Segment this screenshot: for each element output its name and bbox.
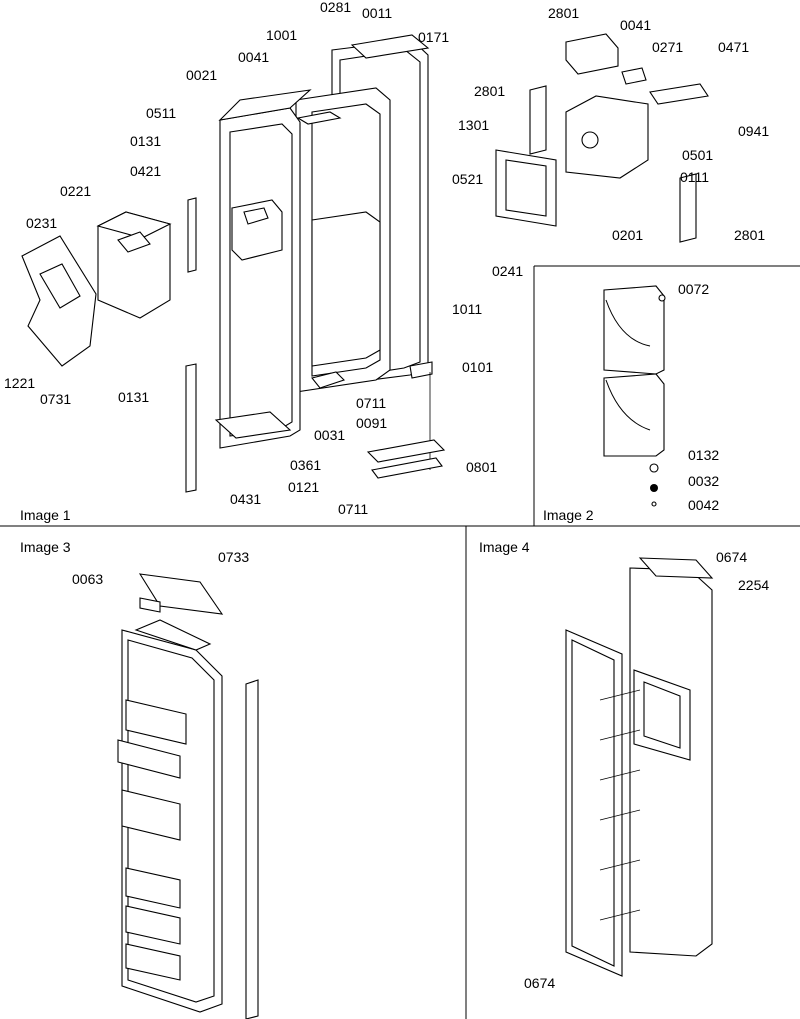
image-1-part-label: 0511 <box>146 105 176 121</box>
image-1-part-label: 0421 <box>130 163 161 179</box>
panel-title-image-3: Image 3 <box>20 539 71 555</box>
image-1-part-label: 0201 <box>612 227 643 243</box>
image-1-part-label: 0711 <box>356 395 386 411</box>
image-3-part-label: 0063 <box>72 571 103 587</box>
panel-borders <box>0 265 800 1019</box>
image-1-part-label: 0011 <box>362 5 392 21</box>
image-1-part-label: 0711 <box>338 501 368 517</box>
image-4-part-label: 0674 <box>716 549 747 565</box>
image-4-part-label: 0674 <box>524 975 555 991</box>
image-1-part-label: 2801 <box>474 83 505 99</box>
image-1-part-label: 0731 <box>40 391 71 407</box>
image-3-part-label: 0733 <box>218 549 249 565</box>
image-1-part-label: 0171 <box>418 29 449 45</box>
image-1-part-label: 0121 <box>288 479 319 495</box>
image-1-part-label: 0041 <box>620 17 651 33</box>
image-2-part-label: 0072 <box>678 281 709 297</box>
image-1-part-label: 0271 <box>652 39 683 55</box>
image-1-part-label: 0131 <box>130 133 161 149</box>
image-1-part-label: 0131 <box>118 389 149 405</box>
image-1-labels: 0281 0011 1001 0171 0041 0021 0511 0131 0421 0221… <box>4 0 769 517</box>
image-1-part-label: 0431 <box>230 491 261 507</box>
image-1-part-label: 2801 <box>734 227 765 243</box>
image-1-part-label: 0031 <box>314 427 345 443</box>
image-3-drawing <box>117 573 259 1019</box>
image-4-labels: 0674 2254 0674 <box>524 549 769 991</box>
image-1-part-label: 0021 <box>186 67 217 83</box>
image-1-part-label: 0521 <box>452 171 483 187</box>
image-1-drawing <box>21 33 709 493</box>
image-2-drawing <box>603 285 666 507</box>
image-3-labels: 0063 0733 <box>72 549 249 587</box>
image-1-part-label: 0231 <box>26 215 57 231</box>
image-2-part-label: 0042 <box>688 497 719 513</box>
image-4-drawing <box>565 557 714 977</box>
image-2-labels: 0072 0132 0032 0042 <box>678 281 719 513</box>
image-1-part-label: 0101 <box>462 359 493 375</box>
image-1-part-label: 1001 <box>266 27 297 43</box>
image-2-part-label: 0132 <box>688 447 719 463</box>
image-1-part-label: 0941 <box>738 123 769 139</box>
image-1-part-label: 0221 <box>60 183 91 199</box>
image-2-part-label: 0032 <box>688 473 719 489</box>
image-1-part-label: 0111 <box>680 169 709 185</box>
image-1-part-label: 0091 <box>356 415 387 431</box>
image-1-part-label: 2801 <box>548 5 579 21</box>
panel-title-image-2: Image 2 <box>543 507 594 523</box>
panel-title-image-1: Image 1 <box>20 507 71 523</box>
image-1-part-label: 1221 <box>4 375 35 391</box>
image-1-part-label: 1011 <box>452 301 482 317</box>
image-1-part-label: 0801 <box>466 459 497 475</box>
image-1-part-label: 0471 <box>718 39 749 55</box>
image-1-part-label: 0041 <box>238 49 269 65</box>
panel-title-image-4: Image 4 <box>479 539 530 555</box>
image-1-part-label: 0361 <box>290 457 321 473</box>
image-4-part-label: 2254 <box>738 577 769 593</box>
image-1-part-label: 0501 <box>682 147 713 163</box>
image-1-part-label: 0281 <box>320 0 351 15</box>
image-1-part-label: 1301 <box>458 117 489 133</box>
image-1-part-label: 0241 <box>492 263 523 279</box>
